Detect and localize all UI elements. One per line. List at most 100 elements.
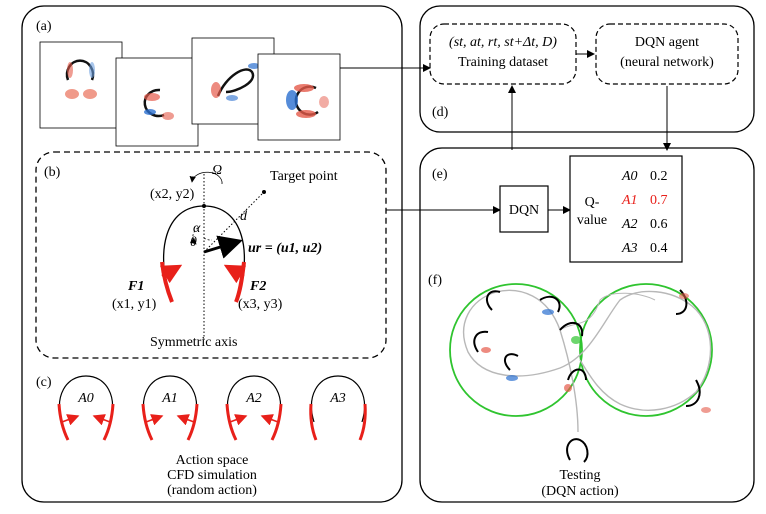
action-flap-left [141, 403, 154, 441]
q-value: 0.2 [650, 169, 668, 184]
swimmer-snapshots [473, 289, 711, 463]
action-label: A0 [77, 391, 94, 406]
f1-label: F1 [127, 279, 144, 294]
panel-f-label: (f) [428, 273, 442, 288]
left-panel-frame [21, 5, 403, 503]
theta-arc [203, 237, 213, 241]
testing-label: Testing [559, 468, 600, 483]
swimmer-snapshot [685, 379, 701, 407]
x3y3-label: (x3, y3) [238, 297, 283, 312]
testing-trajectory [449, 283, 713, 463]
force-f2-arrow [223, 264, 247, 284]
panel-ef-frame [419, 147, 755, 503]
panel-a-label: (a) [36, 19, 52, 34]
panel-d-frame [419, 5, 755, 133]
q-value: 0.6 [650, 217, 668, 232]
dqn-agent-box [595, 23, 739, 85]
action-flap-right [186, 403, 199, 441]
dataset-label: Training dataset [458, 55, 548, 70]
action-space-label: Action space [176, 453, 249, 468]
agent-subtitle: (neural network) [620, 55, 714, 70]
swimmer-snapshot [567, 368, 587, 381]
target-point-dot [262, 190, 266, 194]
swimmer-snapshot [559, 321, 584, 337]
swimmer-snapshot [485, 290, 501, 311]
panel-e-label: (e) [432, 167, 448, 182]
action-flap-left [225, 403, 238, 441]
action-icon: A2 [225, 375, 283, 441]
trajectory-path [463, 289, 712, 433]
x2y2-label: (x2, y2) [150, 187, 195, 202]
swimmer-snapshot [473, 330, 489, 353]
q-action-label: A2 [621, 217, 638, 232]
trajectory-path-2 [559, 292, 656, 331]
action-icon: A0 [57, 375, 115, 441]
symmetric-axis-label: Symmetric axis [150, 335, 238, 350]
target-line [203, 191, 265, 253]
action-label: A1 [161, 391, 178, 406]
action-force-arrow [260, 414, 279, 426]
action-flap-left [57, 403, 70, 441]
force-f1-arrow [159, 264, 183, 284]
action-force-arrow [92, 414, 111, 426]
swimmer-snapshot [675, 289, 688, 315]
cfd-simulation-label: CFD simulation [167, 468, 257, 483]
action-icon: A3 [309, 375, 367, 441]
cfd-snapshots [39, 37, 341, 147]
q-label-line2: value [577, 213, 607, 228]
snapshot-2-body [143, 88, 174, 120]
flap-left [160, 261, 174, 303]
action-flap-right [358, 403, 367, 441]
swimmer-snapshot [503, 353, 519, 371]
training-dataset-box [429, 23, 577, 85]
theta-label: θ [190, 235, 197, 250]
action-force-arrow [229, 414, 248, 426]
omega-arc [189, 171, 223, 185]
action-force-arrow [145, 414, 164, 426]
q-action-label: A3 [621, 241, 638, 256]
agent-title: DQN agent [635, 35, 699, 50]
q-action-label: A0 [621, 169, 638, 184]
ur-label: ur = (u1, u2) [248, 241, 322, 256]
target-circle-right [579, 283, 713, 417]
action-label: A3 [329, 391, 346, 406]
target-circle-left [449, 283, 583, 417]
q-value: 0.4 [650, 241, 668, 256]
testing-sub-label: (DQN action) [541, 484, 619, 499]
d-label: d [240, 209, 248, 224]
velocity-vector [203, 235, 243, 259]
random-action-label: (random action) [167, 483, 257, 498]
swimmer-snapshot [539, 295, 561, 313]
alpha-arc [189, 227, 199, 245]
snapshot-4-body [286, 84, 329, 118]
action-icon: A1 [141, 375, 199, 441]
q-value: 0.7 [650, 193, 668, 208]
x1y1-label: (x1, y1) [112, 297, 157, 312]
action-force-arrow [61, 414, 80, 426]
target-point-label: Target point [270, 169, 338, 184]
action-flap-right [102, 403, 115, 441]
action-force-arrow [176, 414, 195, 426]
action-flap-right [270, 403, 283, 441]
q-value-table [569, 155, 683, 263]
action-space-icons: A0 A1 A2 A3 [57, 375, 367, 441]
dataset-tuple: (st, at, rt, st+Δt, D) [449, 35, 557, 50]
snapshot-4 [257, 53, 341, 141]
action-label: A2 [245, 391, 262, 406]
swimmer-schematic [159, 171, 266, 340]
q-label-line1: Q- [585, 195, 600, 210]
panel-b-label: (b) [44, 165, 61, 180]
omega-label: Ω [212, 163, 222, 178]
q-value-rows: A0 0.2A1 0.7A2 0.6A3 0.4 [621, 169, 668, 256]
panel-d-label: (d) [432, 105, 449, 120]
alpha-label: α [193, 221, 201, 236]
snapshot-3-body [211, 63, 260, 101]
panel-c-label: (c) [36, 375, 52, 390]
dqn-box [499, 185, 549, 233]
q-action-label: A1 [621, 193, 638, 208]
swimmer-snapshot-start [566, 438, 589, 463]
snapshot-1-body [65, 59, 97, 99]
f2-label: F2 [249, 279, 266, 294]
action-flap-left [309, 403, 318, 441]
